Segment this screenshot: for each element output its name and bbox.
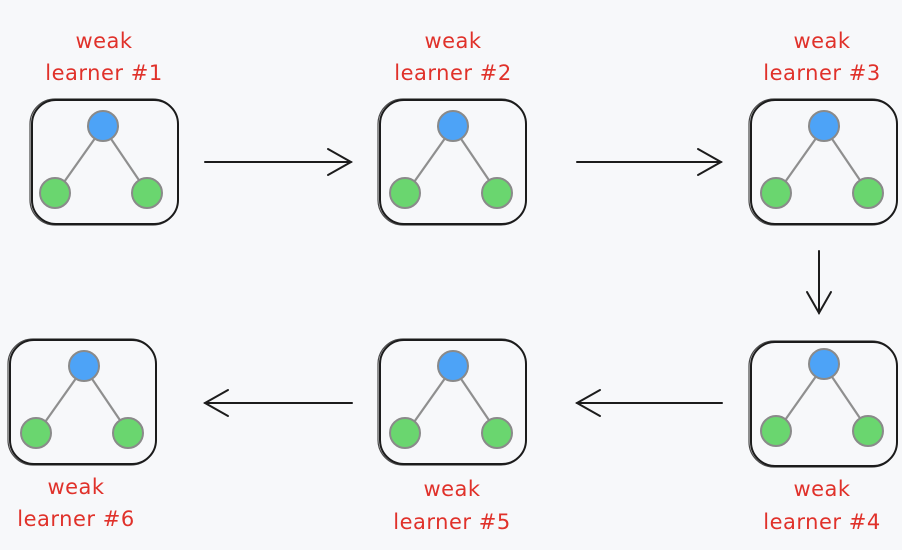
learner-5-box	[377, 338, 527, 466]
tree-icon	[759, 109, 885, 210]
arrow-4-to-5	[574, 389, 723, 417]
learner-2: weak learner #2	[377, 29, 527, 226]
tree-icon	[38, 109, 164, 210]
learner-6-label-line2: learner #6	[17, 507, 134, 531]
tree-icon	[388, 349, 514, 450]
learner-4: weak learner #4	[748, 340, 898, 534]
arrow-2-to-3	[576, 148, 724, 176]
arrow-1-to-2	[204, 148, 354, 176]
arrow-5-to-6	[202, 389, 353, 417]
learner-4-box	[748, 340, 898, 468]
tree-icon	[388, 109, 514, 210]
learner-6: weak learner #6	[7, 338, 157, 531]
tree-icon	[759, 347, 885, 448]
learner-1: weak learner #1	[29, 29, 179, 226]
learner-3: weak learner #3	[748, 29, 898, 226]
learner-2-label-line1: weak	[424, 29, 481, 53]
learner-2-box	[377, 98, 527, 226]
learner-4-label-line1: weak	[793, 477, 850, 501]
learner-5-label-line2: learner #5	[393, 510, 510, 534]
learner-2-label-line2: learner #2	[394, 61, 511, 85]
learner-1-label-line2: learner #1	[45, 61, 162, 85]
learner-3-label-line1: weak	[793, 29, 850, 53]
learner-1-box	[29, 98, 179, 226]
arrow-3-to-4	[806, 250, 832, 316]
learner-3-label-line2: learner #3	[763, 61, 880, 85]
tree-icon	[19, 349, 145, 450]
learner-5-label-line1: weak	[423, 477, 480, 501]
learner-1-label-line1: weak	[75, 29, 132, 53]
learner-3-box	[748, 98, 898, 226]
learner-4-label-line2: learner #4	[763, 510, 880, 534]
learner-6-label-line1: weak	[47, 475, 104, 499]
learner-5: weak learner #5	[377, 338, 527, 534]
learner-6-box	[7, 338, 157, 466]
